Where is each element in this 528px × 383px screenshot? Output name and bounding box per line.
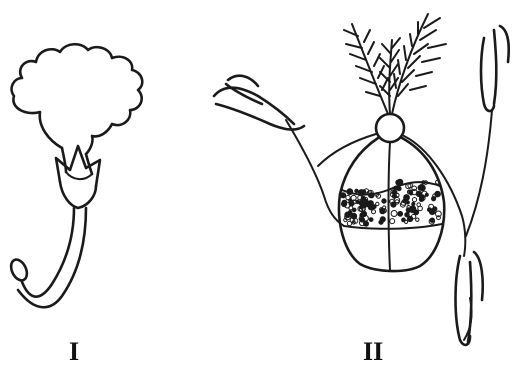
feathery-stigmas [344,14,446,114]
seed-dot [372,210,376,214]
seed-dot [364,221,369,226]
seed-dot [390,219,395,224]
flower-stalk [22,208,74,297]
seed-dot [414,210,419,215]
seed-dot [406,201,409,204]
seed-dot [435,191,441,197]
seed-dot [379,220,383,224]
flower-drawing [8,44,142,307]
seed-dot [352,208,356,212]
seed-dot [391,211,397,217]
right-top-appendage [481,26,509,111]
seed-dot [346,212,351,217]
seed-dot [342,200,347,205]
seed-dot [412,198,416,202]
seed-dot [405,213,409,217]
seed-dot [369,218,373,222]
figure-label-two: II [363,339,383,365]
seed-dot [394,187,397,190]
seed-dot [398,211,403,216]
seed-dot [406,208,411,213]
seed-dot [412,202,415,205]
seed-dot [418,206,423,211]
seed-dot [396,180,401,185]
seed-dot [376,202,379,205]
seed-dot [430,218,434,222]
seed-dot [349,199,352,202]
seed-dot [341,193,346,198]
seed-dot [382,199,386,203]
flower-corolla [12,44,143,154]
seed-dot [416,191,421,196]
stippled-seeds [341,179,442,226]
seed-dot [420,185,426,191]
seed-dot [416,218,419,221]
seed-dot [405,220,408,223]
left-appendage [214,76,304,130]
seed-dot [397,187,401,191]
seed-dot [403,199,406,202]
seed-dot [358,190,364,196]
seed-dot [355,189,358,192]
figure-label-one: I [69,339,79,365]
stalk-end [8,257,30,283]
style-base [376,114,404,142]
seed-dot [391,202,396,207]
seed-dot [432,197,436,201]
seed-dot [430,209,435,214]
seed-dot [372,205,376,209]
